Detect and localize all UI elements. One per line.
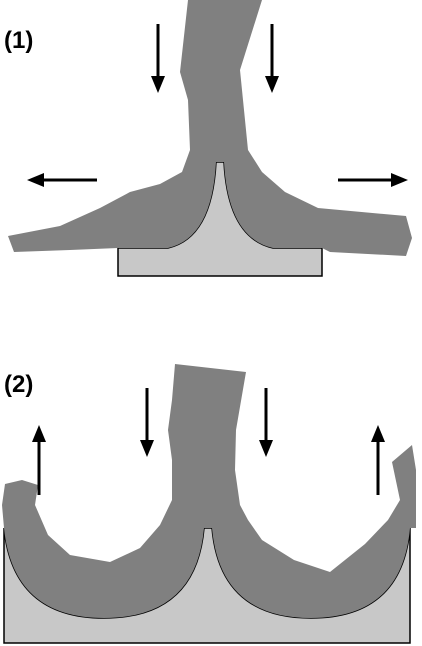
panel-1-label: (1) [4,27,33,54]
panel-2-down-arrow-right [259,388,273,457]
panel-1-left-arrow [27,173,97,187]
panel-2-flow-material [2,364,416,618]
panel-1-right-arrow [338,173,408,187]
panel-2-down-arrow-left [140,388,154,457]
panel-2: (2) [2,364,416,644]
panel-1-flow-material [8,0,412,256]
panel-2-up-arrow-right [371,425,385,495]
panel-2-label: (2) [4,371,33,398]
panel-2-up-arrow-left [32,425,46,495]
panel-1-down-arrow-left [151,24,165,93]
panel-1: (1) [4,0,412,277]
panel-1-down-arrow-right [265,24,279,93]
